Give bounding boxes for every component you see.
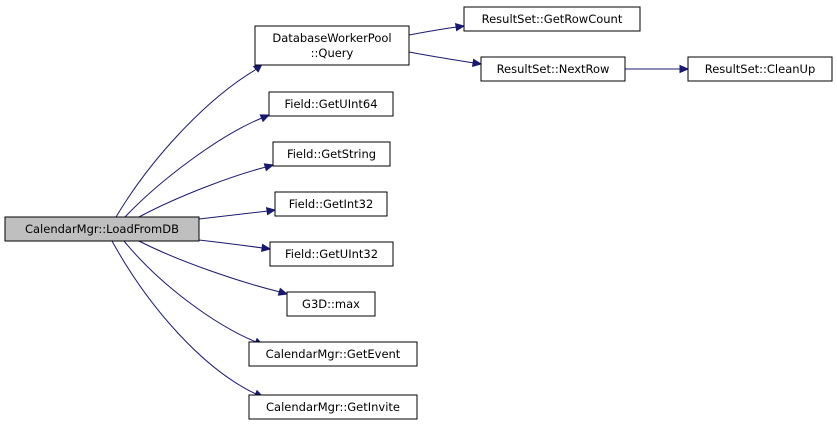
arrowhead-icon	[454, 22, 466, 32]
node-max[interactable]: G3D::max	[286, 291, 376, 317]
edge-root-to-getuint64	[124, 114, 271, 218]
edge-root-to-getinvite	[111, 240, 265, 398]
edge-line-end	[456, 25, 465, 28]
edge-line-end	[267, 209, 276, 212]
node-getuint64[interactable]: Field::GetUInt64	[268, 91, 394, 117]
edge-line	[123, 240, 257, 343]
edge-line	[138, 240, 281, 293]
node-getuint32[interactable]: Field::GetUInt32	[269, 241, 394, 267]
edge-query-to-getrowcount	[408, 22, 466, 36]
node-box[interactable]	[269, 241, 394, 267]
edge-line	[111, 240, 257, 395]
node-label: Field::GetString	[287, 147, 376, 161]
node-box[interactable]	[248, 394, 418, 420]
node-nextrow[interactable]: ResultSet::NextRow	[480, 56, 626, 82]
node-box[interactable]	[480, 56, 626, 82]
edge-line	[198, 210, 269, 220]
node-getstring[interactable]: Field::GetString	[272, 141, 391, 167]
edge-line	[138, 166, 267, 218]
edge-line	[408, 51, 475, 64]
edge-line	[115, 69, 256, 218]
node-label: ::Query	[311, 46, 354, 60]
node-root[interactable]: CalendarMgr::LoadFromDB	[4, 216, 200, 242]
node-label: ResultSet::NextRow	[497, 62, 610, 76]
arrowhead-icon	[471, 58, 483, 68]
node-getinvite[interactable]: CalendarMgr::GetInvite	[248, 394, 418, 420]
node-getevent[interactable]: CalendarMgr::GetEvent	[248, 341, 418, 367]
edge-root-to-getuint32	[198, 239, 272, 253]
edge-line-end	[262, 247, 271, 250]
edges-layer	[111, 22, 690, 398]
node-cleanup[interactable]: ResultSet::CleanUp	[687, 56, 833, 82]
edge-line-end	[473, 62, 482, 65]
node-label: Field::GetUInt32	[285, 247, 378, 261]
node-label: Field::GetUInt64	[284, 97, 377, 111]
edge-query-to-nextrow	[408, 51, 483, 68]
node-label: ResultSet::CleanUp	[705, 62, 816, 76]
node-box[interactable]	[4, 216, 200, 242]
node-label: DatabaseWorkerPool	[272, 31, 391, 45]
edge-line-end	[279, 291, 288, 295]
node-label: ResultSet::GetRowCount	[482, 12, 623, 26]
node-query[interactable]: DatabaseWorkerPool::Query	[254, 25, 410, 66]
edge-line-end	[261, 114, 270, 119]
node-label: G3D::max	[302, 297, 360, 311]
edge-line	[408, 26, 458, 36]
node-box[interactable]	[286, 291, 376, 317]
node-box[interactable]	[274, 191, 388, 217]
edge-root-to-getstring	[138, 163, 275, 218]
node-label: CalendarMgr::LoadFromDB	[25, 222, 179, 236]
arrowhead-icon	[259, 114, 271, 123]
edge-root-to-max	[138, 240, 289, 296]
node-box[interactable]	[248, 341, 418, 367]
node-box[interactable]	[268, 91, 394, 117]
node-label: CalendarMgr::GetEvent	[266, 347, 401, 361]
arrowhead-icon	[260, 243, 272, 253]
node-box[interactable]	[687, 56, 833, 82]
node-label: CalendarMgr::GetInvite	[266, 400, 400, 414]
node-getrowcount[interactable]: ResultSet::GetRowCount	[463, 6, 641, 32]
edge-nextrow-to-cleanup	[625, 64, 690, 74]
edge-line-end	[265, 164, 274, 168]
arrowhead-icon	[263, 163, 275, 172]
arrowhead-icon	[265, 206, 277, 216]
edge-line	[124, 117, 263, 218]
nodes-layer: CalendarMgr::LoadFromDB DatabaseWorkerPoo…	[4, 6, 833, 420]
edge-line	[198, 239, 264, 249]
node-box[interactable]	[463, 6, 641, 32]
node-getint32[interactable]: Field::GetInt32	[274, 191, 388, 217]
edge-root-to-getint32	[198, 206, 277, 220]
node-box[interactable]	[254, 25, 410, 66]
arrowhead-icon	[277, 287, 289, 296]
node-label: Field::GetInt32	[289, 197, 374, 211]
node-box[interactable]	[272, 141, 391, 167]
